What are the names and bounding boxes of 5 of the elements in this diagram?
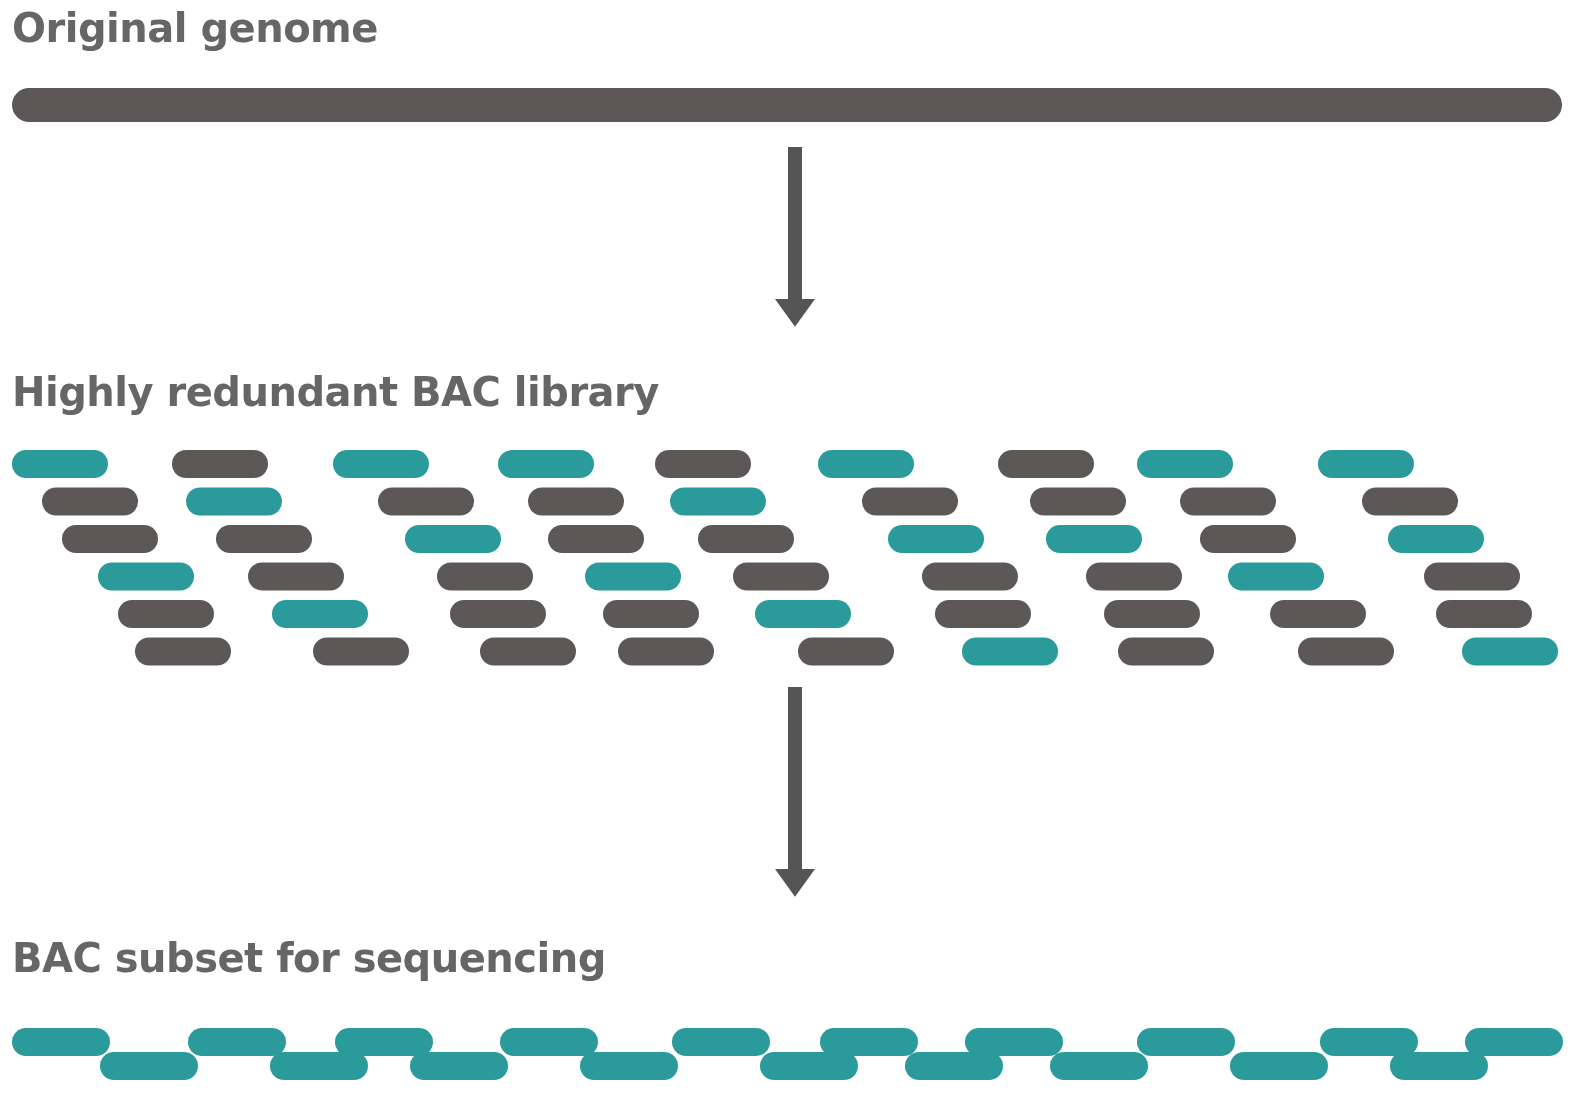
section-heading: Highly redundant BAC library	[12, 368, 659, 416]
section-heading: BAC subset for sequencing	[12, 934, 606, 982]
arrow	[775, 147, 815, 327]
section-heading: Original genome	[12, 4, 378, 52]
arrow	[775, 687, 815, 897]
